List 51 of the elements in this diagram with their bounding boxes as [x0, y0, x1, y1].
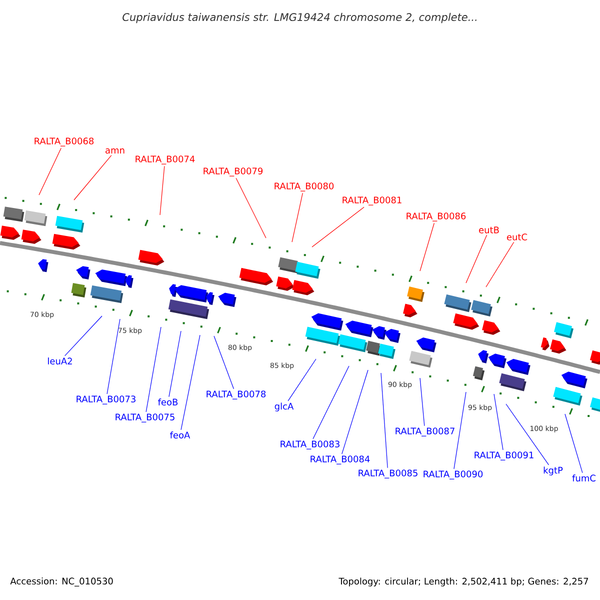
gene-label: RALTA_B0078: [206, 390, 266, 400]
title: Cupriavidus taiwanensis str. LMG19424 chromosome 2, complete...: [122, 12, 476, 24]
gene-label: RALTA_B0090: [424, 470, 483, 480]
gene-label: RALTA_B0073: [76, 396, 136, 404]
gene-label: RALTA_B0086: [406, 212, 466, 222]
gene-label: RALTA_B0074: [136, 156, 195, 164]
leader-line: [312, 206, 364, 248]
gene-label: RALTA_B0084: [310, 456, 370, 464]
leader-line: [180, 334, 200, 430]
leader-line: [312, 366, 350, 440]
leader-line: [146, 326, 162, 412]
leader-line: [420, 222, 434, 272]
leader-line: [236, 178, 266, 238]
gene-label: RALTA_B0075: [116, 414, 174, 422]
leader-line: [506, 404, 550, 466]
gene-label: RALTA_B0087: [396, 428, 454, 436]
gene-label: amn: [106, 148, 124, 154]
gene-label: RALTA_B0079: [204, 168, 263, 176]
leader-line: [106, 318, 120, 394]
leader-line: [420, 378, 425, 426]
leader-line: [292, 192, 303, 242]
gene-label: RALTA_B0091: [474, 452, 534, 460]
leader-line: [342, 370, 368, 454]
leader-line: [38, 148, 62, 196]
leader-line: [486, 242, 514, 288]
gene-label: kgtP: [544, 466, 563, 476]
leader-line: [214, 336, 234, 390]
leader-line: [160, 166, 165, 216]
leader-line: [564, 414, 583, 474]
leader-line: [380, 372, 388, 468]
footer-text: Topology: circular; Length: 2,502,411 bp; Genes: 2,257: [338, 578, 588, 586]
gene-label: eutB: [479, 226, 499, 234]
gene-label: RALTA_B0081: [342, 196, 402, 206]
gene-label: glcA: [274, 402, 294, 412]
gene-label: eutC: [506, 234, 528, 240]
gene-label: leuA2: [48, 358, 72, 364]
gene-label: RALTA_B0083: [280, 440, 340, 450]
gene-label: feoB: [158, 398, 178, 406]
gene-label: RALTA_B0080: [274, 182, 334, 192]
gene-label: feoA: [170, 432, 190, 438]
leader-line: [64, 316, 102, 356]
leader-line: [494, 394, 504, 450]
leader-line: [454, 392, 466, 470]
footer-text: Accession: NC_010530: [10, 578, 113, 586]
leader-line: [466, 234, 488, 284]
leader-line: [74, 154, 112, 200]
gene-label: RALTA_B0085: [358, 470, 418, 478]
leader-line: [168, 330, 182, 398]
leader-line: [288, 358, 316, 402]
gene-label: fumC: [572, 474, 596, 482]
gene-label: RALTA_B0068: [34, 138, 94, 146]
